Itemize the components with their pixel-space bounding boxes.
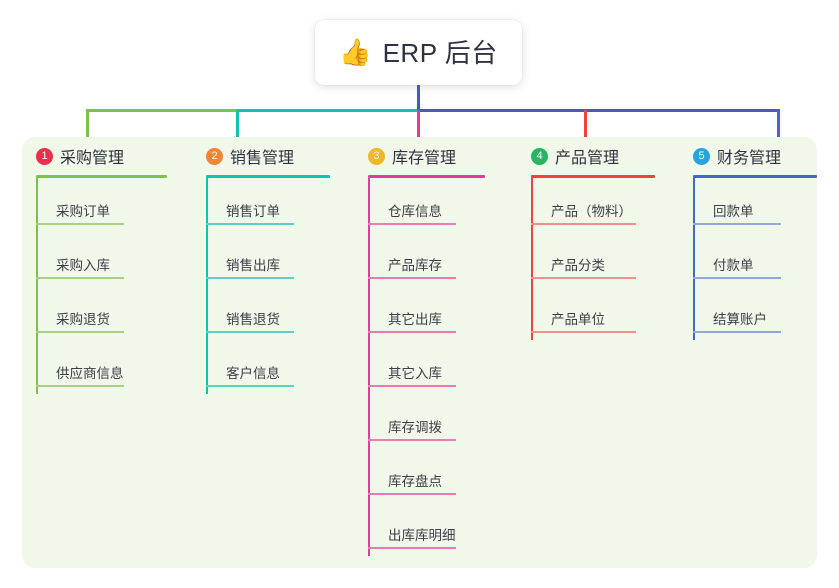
column-number-badge: 1 xyxy=(36,147,53,165)
mindmap-column-3: 3 库存管理仓库信息产品库存其它出库其它入库库存调拨库存盘点出库库明细 xyxy=(354,137,485,556)
mindmap-item-label: 销售订单 xyxy=(226,204,280,219)
column-title: 财务管理 xyxy=(717,150,782,167)
mindmap-item-label: 销售出库 xyxy=(226,258,280,273)
mindmap-item-rule xyxy=(693,331,781,333)
mindmap-item-label: 仓库信息 xyxy=(388,204,442,219)
column-header-2[interactable]: 2 销售管理 xyxy=(192,141,294,171)
mindmap-item-rule xyxy=(531,331,636,333)
root-node-content: 👍 ERP 后台 xyxy=(339,33,498,70)
mindmap-column-2: 2 销售管理销售订单销售出库销售退货客户信息 xyxy=(192,137,330,394)
column-spine xyxy=(206,178,208,394)
mindmap-item-rule xyxy=(368,277,456,279)
column-header-rule xyxy=(693,175,817,178)
mindmap-item-rule xyxy=(693,223,781,225)
column-title: 产品管理 xyxy=(555,150,620,167)
column-header-1[interactable]: 1 采购管理 xyxy=(22,141,124,171)
mindmap-item-label: 采购入库 xyxy=(56,258,110,273)
mindmap-item-rule xyxy=(206,331,294,333)
column-header-rule xyxy=(206,175,330,178)
mindmap-item-label: 回款单 xyxy=(713,204,754,219)
mindmap-item-label: 出库库明细 xyxy=(388,528,456,543)
mindmap-item-rule xyxy=(36,331,124,333)
mindmap-item-rule xyxy=(531,223,636,225)
mindmap-column-1: 1 采购管理采购订单采购入库采购退货供应商信息 xyxy=(22,137,167,394)
column-number-badge: 4 xyxy=(531,147,548,165)
column-number-badge: 3 xyxy=(368,147,385,165)
mindmap-item-rule xyxy=(368,547,456,549)
mindmap-item-rule xyxy=(206,223,294,225)
mindmap-item-label: 结算账户 xyxy=(713,312,767,327)
column-spine xyxy=(368,178,370,556)
column-header-rule xyxy=(36,175,167,178)
mindmap-item-rule xyxy=(531,277,636,279)
column-number-badge: 5 xyxy=(693,147,710,165)
column-title: 采购管理 xyxy=(60,150,125,167)
column-header-rule xyxy=(368,175,485,178)
mindmap-panel: 1 采购管理采购订单采购入库采购退货供应商信息 2 销售管理销售订单销售出库销售退货客… xyxy=(22,137,817,568)
column-header-5[interactable]: 5 财务管理 xyxy=(679,141,781,171)
mindmap-item-rule xyxy=(36,223,124,225)
mindmap-item-label: 产品单位 xyxy=(551,312,605,327)
root-node-title: ERP 后台 xyxy=(382,38,498,68)
mindmap-item-label: 付款单 xyxy=(713,258,754,273)
mindmap-item-label: 供应商信息 xyxy=(56,366,124,381)
mindmap-item-rule xyxy=(36,277,124,279)
mindmap-item-label: 库存盘点 xyxy=(388,474,442,489)
column-spine xyxy=(693,178,695,340)
mindmap-item-label: 其它入库 xyxy=(388,366,442,381)
mindmap-item-rule xyxy=(36,385,124,387)
mindmap-item-label: 采购退货 xyxy=(56,312,110,327)
mindmap-item-label: 采购订单 xyxy=(56,204,110,219)
mindmap-item-label: 客户信息 xyxy=(226,366,280,381)
mindmap-item-rule xyxy=(368,223,456,225)
mindmap-item-rule xyxy=(693,277,781,279)
mindmap-column-4: 4 产品管理产品（物料） 产品分类产品单位 xyxy=(517,137,655,340)
mindmap-item-rule xyxy=(206,385,294,387)
column-spine xyxy=(531,178,533,340)
mindmap-item-rule xyxy=(368,385,456,387)
mindmap-column-5: 5 财务管理回款单付款单结算账户 xyxy=(679,137,817,340)
column-header-rule xyxy=(531,175,655,178)
column-header-3[interactable]: 3 库存管理 xyxy=(354,141,456,171)
mindmap-item-label: 产品分类 xyxy=(551,258,605,273)
mindmap-item-rule xyxy=(206,277,294,279)
mindmap-item-rule xyxy=(368,493,456,495)
column-header-4[interactable]: 4 产品管理 xyxy=(517,141,619,171)
mindmap-item-rule xyxy=(368,439,456,441)
column-title: 销售管理 xyxy=(230,150,295,167)
column-spine xyxy=(36,178,38,394)
column-title: 库存管理 xyxy=(392,150,457,167)
mindmap-item-label: 销售退货 xyxy=(226,312,280,327)
mindmap-item-label: 产品（物料） xyxy=(551,204,632,219)
mindmap-item-rule xyxy=(368,331,456,333)
root-node-card[interactable]: 👍 ERP 后台 xyxy=(315,20,522,85)
column-number-badge: 2 xyxy=(206,147,223,165)
mindmap-item-label: 产品库存 xyxy=(388,258,442,273)
thumbs-up-icon: 👍 xyxy=(339,36,372,67)
mindmap-item-label: 其它出库 xyxy=(388,312,442,327)
mindmap-item-label: 库存调拨 xyxy=(388,420,442,435)
